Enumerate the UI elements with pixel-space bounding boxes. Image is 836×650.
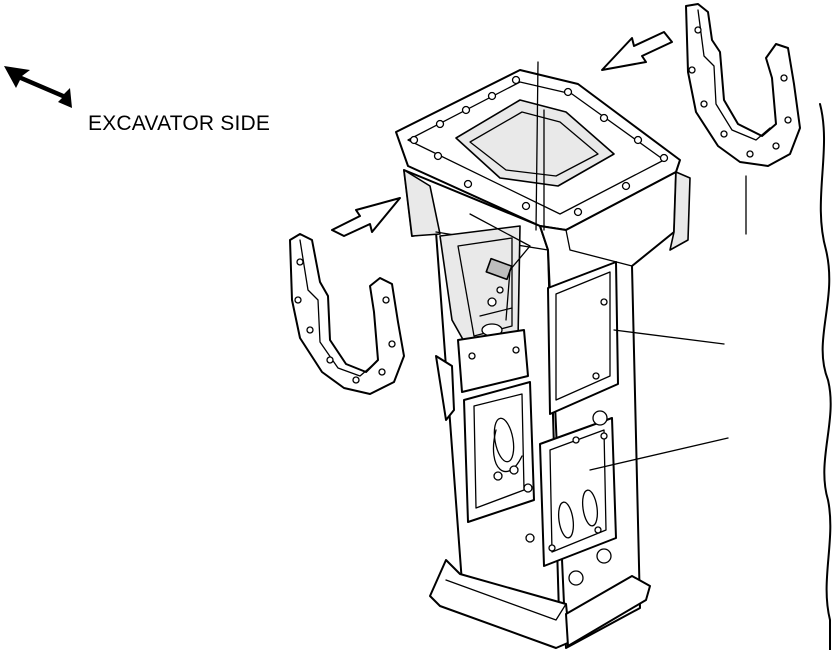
break-line [819, 103, 832, 650]
left-shim-plate [289, 233, 405, 395]
column-body [395, 61, 691, 649]
direction-arrow-icon [4, 66, 72, 108]
left-insert-arrow-icon [331, 197, 401, 237]
right-shim-plate [685, 3, 801, 235]
leader-lines [589, 329, 729, 471]
right-insert-arrow-icon [601, 31, 673, 71]
excavator-side-label: EXCAVATOR SIDE [88, 112, 271, 135]
